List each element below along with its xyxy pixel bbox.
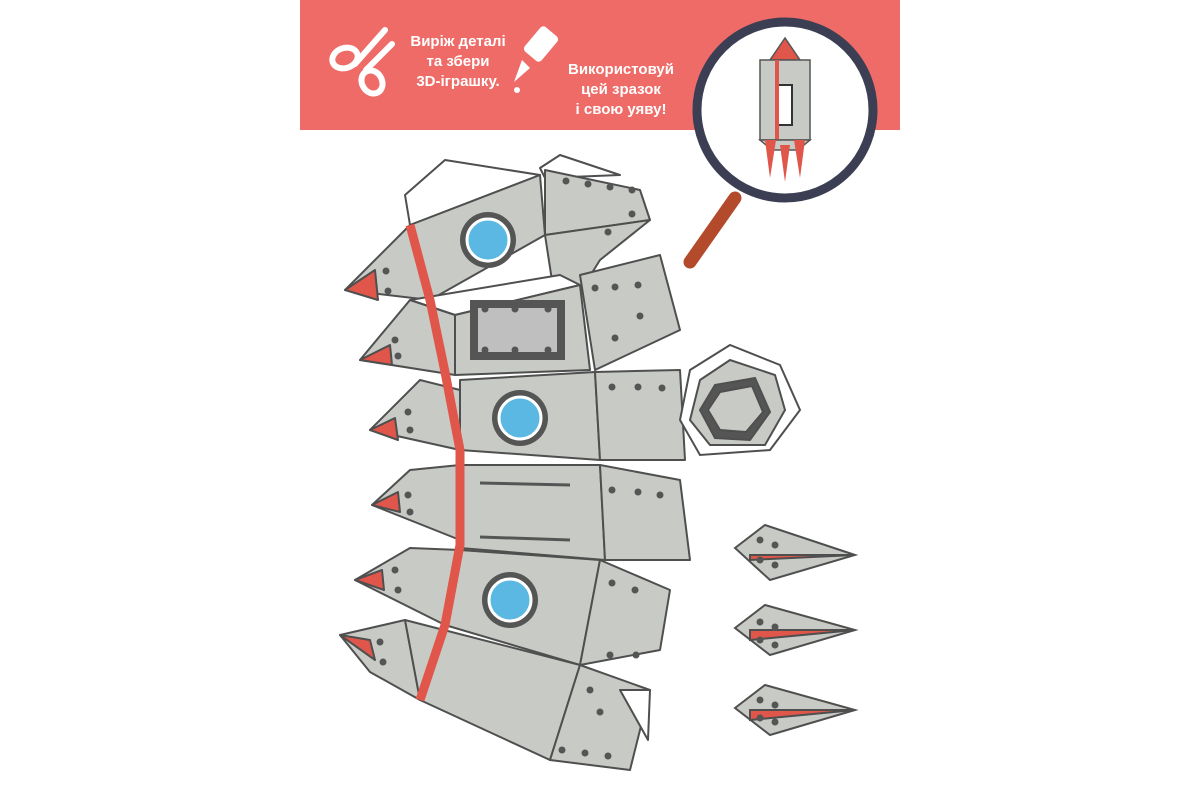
magnifier-icon: [683, 17, 878, 269]
porthole-window: [492, 390, 548, 446]
instruction-sample-text: Використовуй цей зразок і свою уяву!: [566, 60, 676, 120]
hexagon-top-piece: [678, 343, 802, 457]
vent-slot: [479, 481, 571, 487]
instruction-line: Виріж деталі: [410, 33, 506, 50]
vent-slot: [479, 535, 571, 542]
scissors-icon: [329, 27, 395, 97]
instruction-line: Використовуй: [568, 61, 674, 78]
red-stripe: [405, 223, 465, 702]
instruction-line: 3D-іграшку.: [416, 73, 500, 90]
body-strip-4: [371, 464, 691, 561]
rocket-fin: [733, 603, 859, 657]
rocket-fin: [733, 523, 859, 582]
instruction-cut-text: Виріж деталі та збери 3D-іграшку.: [403, 32, 513, 92]
rocket-fin: [733, 683, 859, 737]
instruction-line: та збери: [426, 53, 490, 70]
porthole-window: [482, 572, 538, 628]
instruction-line: цей зразок: [581, 81, 661, 98]
porthole-window: [460, 212, 516, 268]
glue-icon: [514, 26, 559, 93]
sample-rocket-icon: [757, 36, 813, 182]
instruction-line: і свою уяву!: [575, 101, 667, 118]
body-strip-6: [339, 619, 651, 771]
